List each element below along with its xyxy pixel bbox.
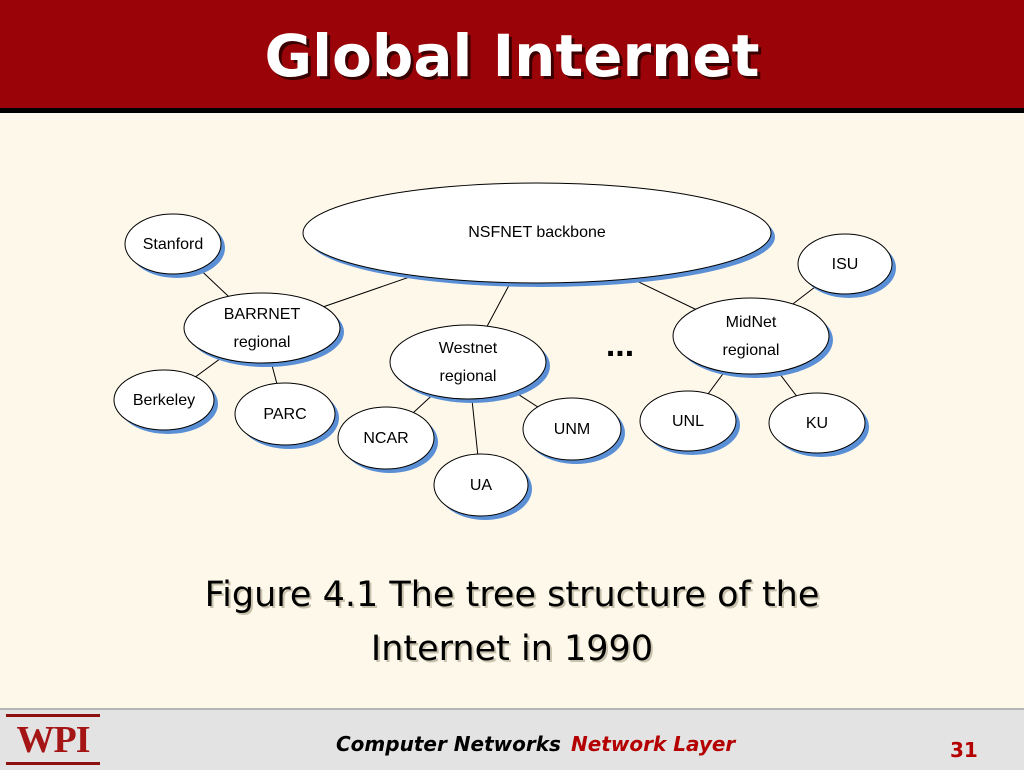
node-westnet: Westnet regional — [389, 324, 550, 403]
wpi-logo: WPI — [6, 714, 100, 766]
node-ellipse — [183, 292, 341, 364]
node-label: UNM — [554, 421, 590, 438]
footer-bar: WPI Computer Networks Network Layer 31 — [0, 708, 1024, 770]
footer-topic: Network Layer — [571, 732, 736, 756]
node-ellipse — [768, 392, 866, 454]
node-ellipse — [672, 297, 830, 375]
footer-course: Computer Networks — [336, 732, 561, 756]
node-label: UA — [470, 477, 493, 494]
node-ellipse — [302, 182, 772, 284]
caption-line-2: Internet in 1990 — [370, 629, 654, 669]
figure-caption: Figure 4.1 The tree structure of the Int… — [0, 568, 1024, 676]
node-label: regional — [440, 368, 497, 385]
node-label: KU — [806, 415, 828, 432]
logo-text: WPI — [16, 719, 91, 761]
caption-line-1: Figure 4.1 The tree structure of the — [204, 575, 820, 615]
node-label: Westnet — [439, 340, 498, 357]
node-ellipse — [124, 213, 222, 275]
node-backbone: NSFNET backbone — [302, 182, 775, 287]
node-ellipse — [522, 397, 622, 461]
node-label: ISU — [832, 256, 859, 273]
node-label: NCAR — [363, 430, 408, 447]
node-label: NSFNET backbone — [468, 224, 606, 241]
node-barrnet: BARRNET regional — [183, 292, 344, 367]
node-label: UNL — [672, 413, 704, 430]
node-midnet: MidNet regional — [672, 297, 833, 378]
logo-bottom-rule — [6, 762, 100, 765]
node-ellipse — [113, 369, 215, 431]
title-bar: Global Internet — [0, 0, 1024, 113]
node-unm: UNM — [522, 397, 625, 464]
node-ellipse — [337, 406, 435, 470]
node-isu: ISU — [797, 233, 896, 298]
logo-top-rule — [6, 714, 100, 717]
slide-title: Global Internet — [264, 22, 760, 90]
node-label: MidNet — [726, 314, 777, 331]
node-ellipse — [389, 324, 547, 400]
ellipsis-more-regionals: ... — [606, 326, 634, 364]
node-ellipse — [639, 390, 737, 452]
node-label: regional — [234, 334, 291, 351]
node-ellipse — [433, 453, 529, 517]
node-label: Stanford — [143, 236, 203, 253]
node-label: Berkeley — [133, 392, 195, 409]
node-label: BARRNET — [224, 306, 301, 323]
node-parc: PARC — [234, 382, 339, 449]
node-ku: KU — [768, 392, 869, 457]
node-ncar: NCAR — [337, 406, 438, 473]
node-ua: UA — [433, 453, 532, 520]
node-unl: UNL — [639, 390, 740, 455]
node-ellipse — [797, 233, 893, 295]
node-stanford: Stanford — [124, 213, 225, 278]
page-number: 31 — [950, 738, 978, 762]
node-label: regional — [723, 342, 780, 359]
node-berkeley: Berkeley — [113, 369, 218, 434]
node-label: PARC — [263, 406, 306, 423]
node-ellipse — [234, 382, 336, 446]
